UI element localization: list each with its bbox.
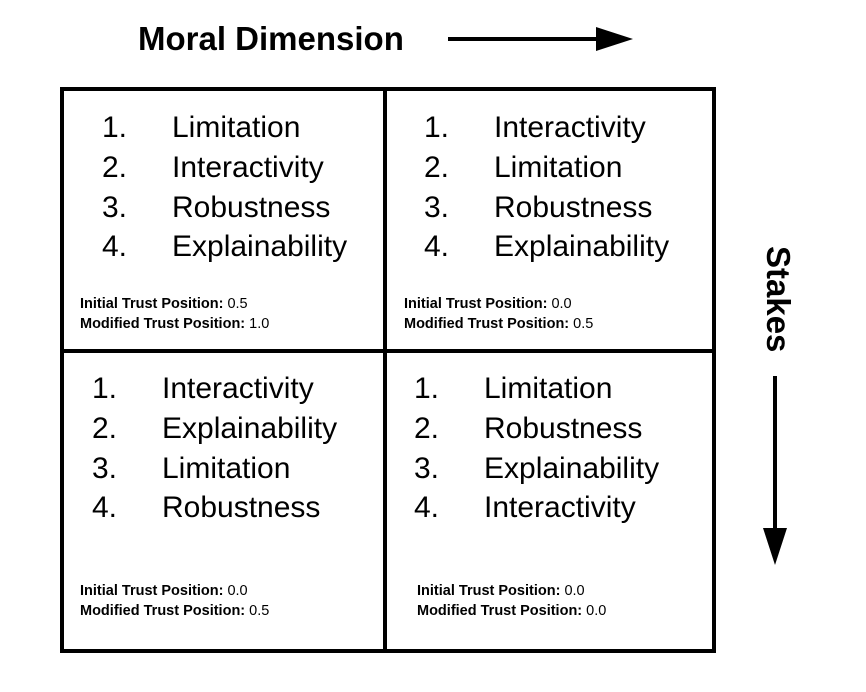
- list-item: 2.Explainability: [92, 411, 338, 445]
- list-item: 2.Interactivity: [102, 150, 324, 184]
- list-item: 1.Interactivity: [92, 372, 314, 405]
- modified-trust-position: Modified Trust Position: 0.5: [80, 603, 270, 619]
- ranking-list: 1.Interactivity 2.Limitation 3.Robustnes…: [424, 108, 669, 267]
- list-item-label: Limitation: [484, 372, 613, 405]
- modified-trust-position: Modified Trust Position: 0.5: [404, 316, 594, 332]
- grid-divider-horizontal: [60, 349, 716, 353]
- list-item: 4.Interactivity: [414, 491, 636, 525]
- initial-trust-position: Initial Trust Position: 0.5: [80, 296, 248, 312]
- list-item-label: Limitation: [162, 451, 291, 485]
- list-item: 3.Limitation: [92, 451, 291, 485]
- list-item-label: Interactivity: [172, 150, 324, 184]
- list-item-label: Explainability: [484, 451, 660, 485]
- modified-trust-position: Modified Trust Position: 0.0: [417, 603, 607, 619]
- list-item-label: Interactivity: [162, 372, 314, 405]
- moral-dimension-label: Moral Dimension: [138, 20, 404, 57]
- initial-trust-position: Initial Trust Position: 0.0: [80, 583, 248, 599]
- initial-trust-position: Initial Trust Position: 0.0: [404, 296, 572, 312]
- list-item: 1.Limitation: [414, 372, 613, 405]
- trust-positions: Initial Trust Position: 0.0 Modified Tru…: [80, 581, 269, 621]
- list-item-label: Interactivity: [494, 111, 646, 144]
- quadrant-top-right: 1.Interactivity 2.Limitation 3.Robustnes…: [424, 108, 669, 267]
- list-item: 2.Robustness: [414, 411, 643, 445]
- grid-divider-vertical: [383, 87, 387, 653]
- list-item-label: Explainability: [494, 230, 670, 264]
- modified-trust-position: Modified Trust Position: 1.0: [80, 316, 270, 332]
- list-item-label: Explainability: [162, 411, 338, 445]
- list-item: 4.Explainability: [102, 230, 348, 264]
- list-item-label: Robustness: [162, 491, 321, 525]
- list-item-label: Limitation: [494, 150, 623, 184]
- list-item-label: Limitation: [172, 111, 301, 144]
- quadrant-bottom-left: 1.Interactivity 2.Explainability 3.Limit…: [92, 369, 337, 528]
- stakes-label: Stakes: [760, 246, 797, 353]
- ranking-list: 1.Interactivity 2.Explainability 3.Limit…: [92, 369, 337, 528]
- list-item: 3.Explainability: [414, 451, 660, 485]
- trust-positions: Initial Trust Position: 0.0 Modified Tru…: [417, 581, 606, 621]
- quadrant-bottom-right: 1.Limitation 2.Robustness 3.Explainabili…: [414, 369, 659, 528]
- down-arrow-icon: [763, 376, 787, 565]
- list-item: 3.Robustness: [102, 190, 331, 224]
- list-item: 2.Limitation: [424, 150, 623, 184]
- ranking-list: 1.Limitation 2.Interactivity 3.Robustnes…: [102, 108, 347, 267]
- list-item-label: Robustness: [494, 190, 653, 224]
- list-item-label: Robustness: [172, 190, 331, 224]
- list-item-label: Interactivity: [484, 491, 636, 525]
- initial-trust-position: Initial Trust Position: 0.0: [417, 583, 585, 599]
- list-item-label: Robustness: [484, 411, 643, 445]
- trust-positions: Initial Trust Position: 0.5 Modified Tru…: [80, 294, 269, 334]
- list-item: 3.Robustness: [424, 190, 653, 224]
- trust-positions: Initial Trust Position: 0.0 Modified Tru…: [404, 294, 593, 334]
- list-item: 4.Explainability: [424, 230, 670, 264]
- list-item: 1.Limitation: [102, 111, 301, 144]
- ranking-list: 1.Limitation 2.Robustness 3.Explainabili…: [414, 369, 659, 528]
- list-item: 4.Robustness: [92, 491, 321, 525]
- right-arrow-icon: [448, 27, 633, 51]
- quadrant-grid: [60, 87, 716, 653]
- quadrant-top-left: 1.Limitation 2.Interactivity 3.Robustnes…: [102, 108, 347, 267]
- list-item: 1.Interactivity: [424, 111, 646, 144]
- list-item-label: Explainability: [172, 230, 348, 264]
